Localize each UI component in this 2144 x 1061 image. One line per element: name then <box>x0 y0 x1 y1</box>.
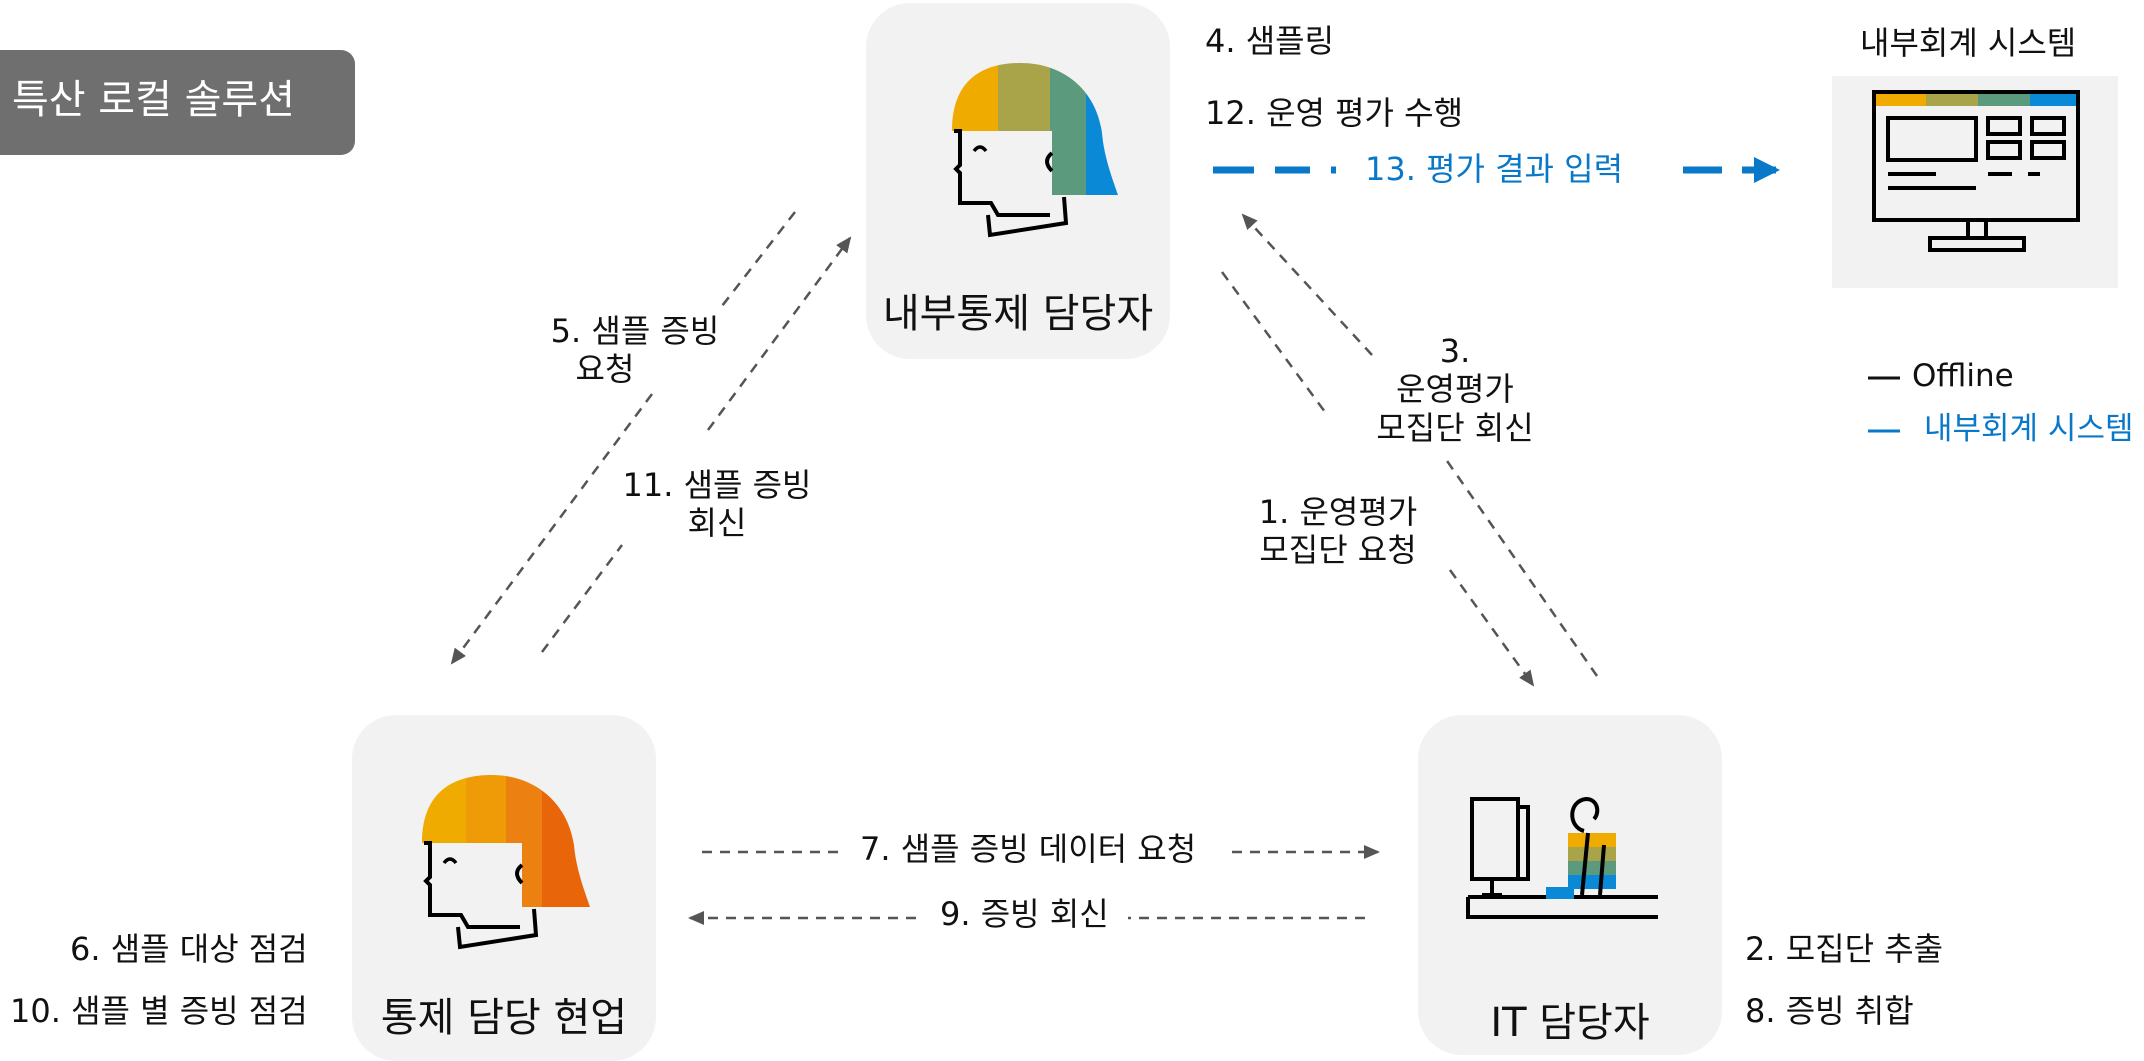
step-11-label: 11. 샘플 증빙 회신 <box>612 466 822 543</box>
step-11-line2: 회신 <box>687 504 747 543</box>
step-13-label: 13. 평가 결과 입력 <box>1365 150 1624 188</box>
internal-control-card: 내부통제 담당자 <box>866 3 1170 359</box>
step-1-line1: 1. 운영평가 <box>1258 493 1418 531</box>
step-10-label: 10. 샘플 별 증빙 점검 <box>10 992 308 1030</box>
step-6-label: 6. 샘플 대상 점검 <box>70 930 308 968</box>
step-2-label: 2. 모집단 추출 <box>1745 930 1944 968</box>
legend-offline-label: Offline <box>1912 358 2014 394</box>
step-5-line1: 5. 샘플 증빙 <box>550 312 720 350</box>
desk-computer-user-icon <box>1466 796 1658 919</box>
arrow-5-sample-request <box>452 211 796 663</box>
it-card: IT 담당자 <box>1418 715 1722 1055</box>
field-label: 통제 담당 현업 <box>380 995 628 1041</box>
title-tag: 특산 로컬 솔루션 <box>0 50 355 155</box>
field-card: 통제 담당 현업 <box>352 715 656 1061</box>
step-5-label: 5. 샘플 증빙 요청 <box>530 312 740 389</box>
title-tag-label: 특산 로컬 솔루션 <box>11 77 295 123</box>
step-4-label: 4. 샘플링 <box>1205 22 1335 60</box>
step-5-line2: 요청 <box>575 350 635 389</box>
step-3-line2: 운영평가 <box>1396 370 1514 409</box>
step-11-line1: 11. 샘플 증빙 <box>622 466 812 504</box>
system-card <box>1832 76 2118 288</box>
internal-control-label: 내부통제 담당자 <box>882 291 1154 337</box>
step-12-label: 12. 운영 평가 수행 <box>1205 94 1464 132</box>
system-title: 내부회계 시스템 <box>1860 24 2077 62</box>
step-3-line3: 모집단 회신 <box>1376 408 1534 447</box>
step-1-line2: 모집단 요청 <box>1259 531 1417 570</box>
monitor-icon <box>1872 90 2080 252</box>
step-3-line1: 3. <box>1439 332 1471 370</box>
step-8-label: 8. 증빙 취합 <box>1745 992 1914 1030</box>
step-7-label: 7. 샘플 증빙 데이터 요청 <box>860 830 1197 868</box>
person-head-icon <box>422 775 590 950</box>
legend-system-label: 내부회계 시스템 <box>1924 411 2134 447</box>
it-label: IT 담당자 <box>1490 1000 1650 1046</box>
step-9-label: 9. 증빙 회신 <box>940 895 1109 933</box>
person-head-icon <box>952 63 1118 238</box>
step-3-label: 3. 운영평가 모집단 회신 <box>1345 332 1565 447</box>
arrow-11-sample-reply <box>540 238 850 653</box>
step-1-label: 1. 운영평가 모집단 요청 <box>1238 493 1438 570</box>
